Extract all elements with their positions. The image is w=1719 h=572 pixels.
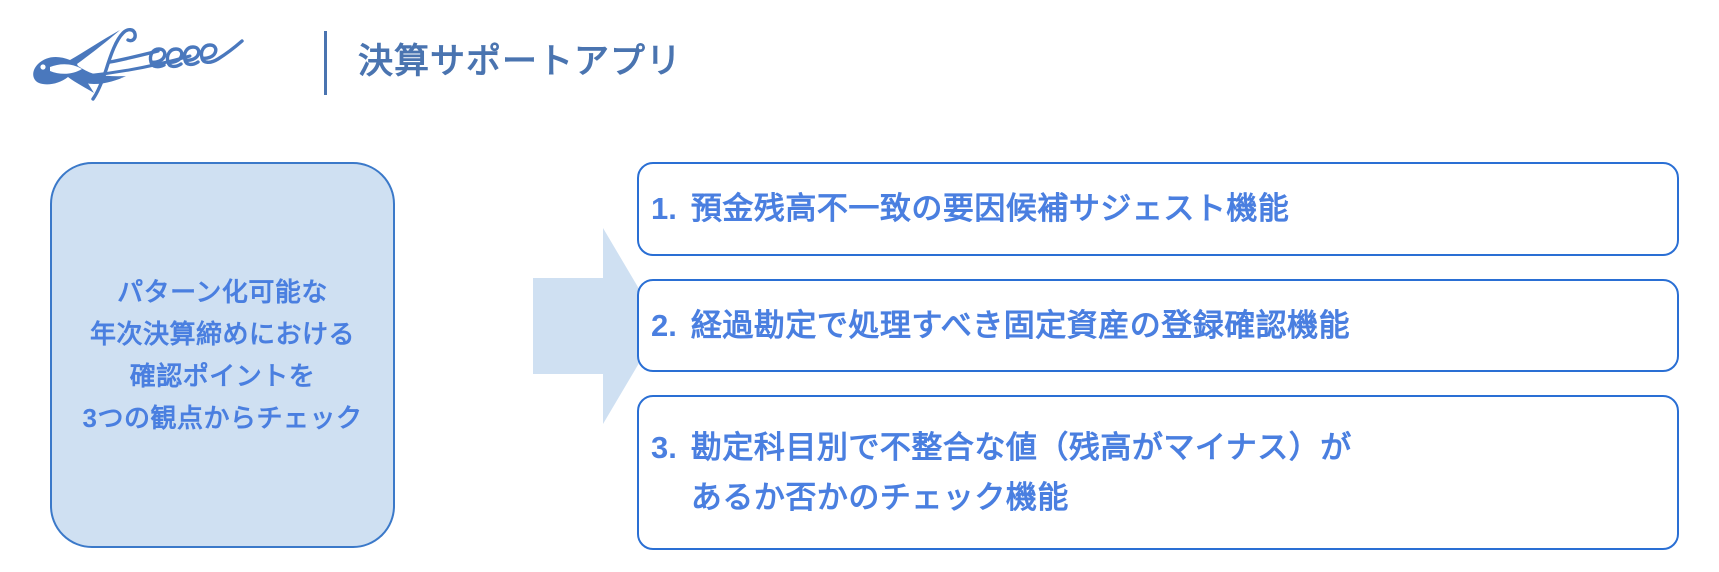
feature-card-1[interactable]: 1. 預金残高不一致の要因候補サジェスト機能 — [637, 162, 1679, 256]
feature-card-3-label: 勘定科目別で不整合な値（残高がマイナス）が あるか否かのチェック機能 — [690, 429, 1352, 515]
feature-card-3-number: 3. — [651, 429, 677, 465]
freee-logo — [14, 14, 264, 102]
right-arrow-icon — [533, 228, 661, 424]
feature-card-2-label: 経過勘定で処理すべき固定資産の登録確認機能 — [690, 307, 1351, 343]
feature-card-2[interactable]: 2. 経過勘定で処理すべき固定資産の登録確認機能 — [637, 279, 1679, 372]
freee-wordmark — [91, 28, 244, 101]
page-header: 決算サポートアプリ — [0, 0, 1719, 120]
summary-panel: パターン化可能な 年次決算締めにおける 確認ポイントを 3つの観点からチェック — [50, 162, 395, 548]
swallow-icon — [33, 30, 126, 93]
header-divider — [324, 31, 327, 95]
summary-text: パターン化可能な 年次決算締めにおける 確認ポイントを 3つの観点からチェック — [82, 277, 363, 433]
feature-card-2-number: 2. — [651, 307, 677, 343]
feature-card-1-number: 1. — [651, 191, 677, 226]
feature-card-1-label: 預金残高不一致の要因候補サジェスト機能 — [690, 191, 1290, 226]
feature-card-2-body: 2. 経過勘定で処理すべき固定資産の登録確認機能 — [639, 301, 1350, 351]
feature-card-3-body: 3. 勘定科目別で不整合な値（残高がマイナス）が あるか否かのチェック機能 — [639, 423, 1352, 523]
feature-card-3[interactable]: 3. 勘定科目別で不整合な値（残高がマイナス）が あるか否かのチェック機能 — [637, 395, 1679, 550]
feature-list: 1. 預金残高不一致の要因候補サジェスト機能 2. 経過勘定で処理すべき固定資産… — [637, 162, 1679, 550]
feature-card-1-body: 1. 預金残高不一致の要因候補サジェスト機能 — [639, 184, 1289, 234]
page-title: 決算サポートアプリ — [358, 42, 683, 81]
